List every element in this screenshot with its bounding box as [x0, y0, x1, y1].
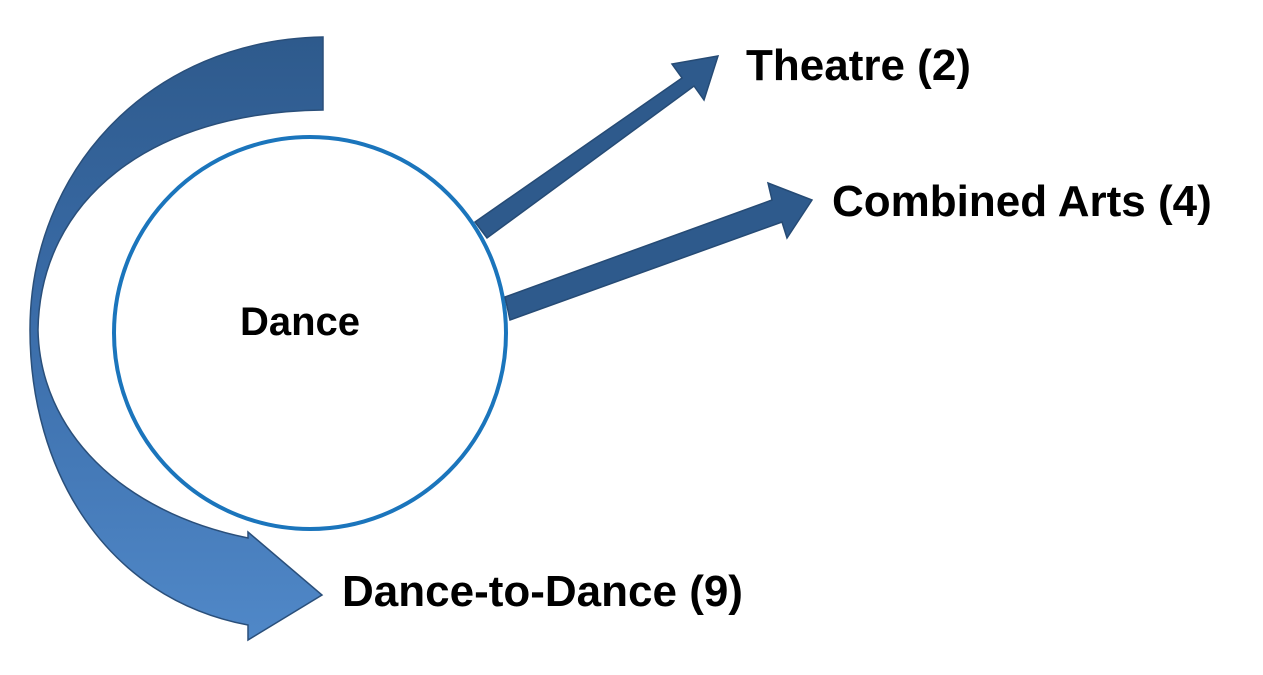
- target-label-combined-arts: Combined Arts (4): [832, 177, 1212, 226]
- target-label-theatre: Theatre (2): [746, 41, 971, 90]
- self-loop-arrow: [29, 36, 324, 642]
- center-label: Dance: [240, 300, 360, 344]
- arrow-to-theatre: [473, 55, 720, 240]
- target-label-dance-to-dance: Dance-to-Dance (9): [342, 567, 743, 616]
- arrow-to-combined-arts: [504, 181, 814, 321]
- dance-node-circle: [112, 135, 508, 531]
